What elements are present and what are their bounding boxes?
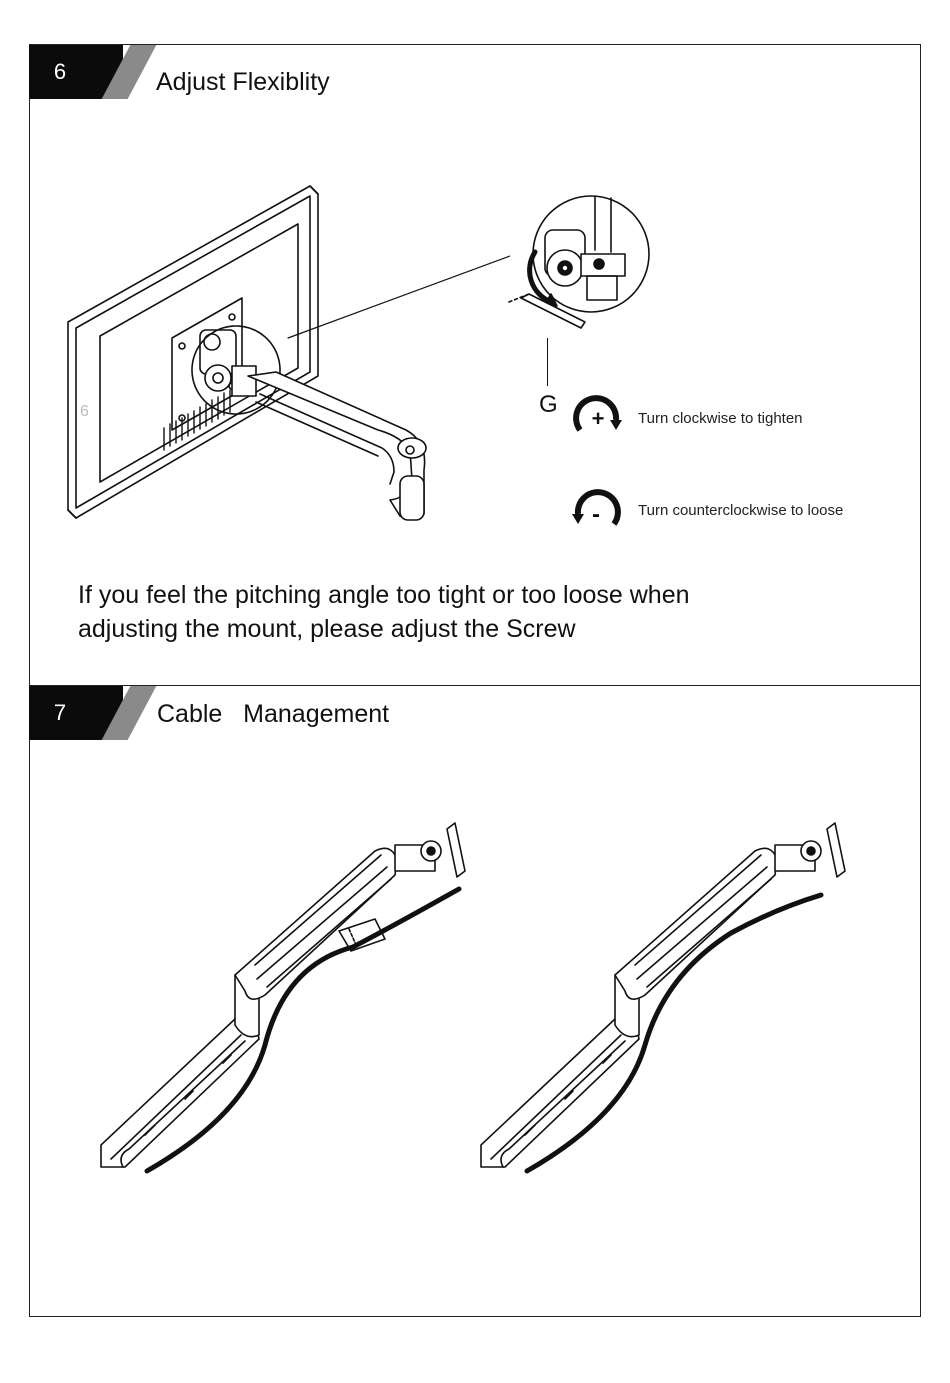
tighten-symbol: +: [592, 406, 605, 431]
instruction-line-1: If you feel the pitching angle too tight…: [78, 578, 838, 612]
instruction-line-2: adjusting the mount, please adjust the S…: [78, 612, 838, 646]
loosen-note: Turn counterclockwise to loose: [638, 502, 843, 519]
clockwise-tighten-icon: +: [570, 390, 624, 436]
monitor-arm-illustration: 6: [60, 180, 510, 540]
cable-routing-right-illustration: [475, 815, 855, 1185]
section-divider: [29, 685, 921, 686]
step-7-title: Cable Management: [157, 700, 389, 729]
monitor-marking: 6: [80, 403, 89, 420]
step-6-number: 6: [54, 59, 66, 85]
screw-detail-illustration: [495, 190, 660, 350]
loosen-symbol: -: [592, 501, 600, 528]
tighten-note: Turn clockwise to tighten: [638, 410, 803, 427]
step-6-title: Adjust Flexiblity: [156, 68, 330, 97]
cable-routing-left-illustration: [95, 815, 475, 1185]
instruction-text: If you feel the pitching angle too tight…: [78, 578, 838, 646]
counterclockwise-loosen-icon: -: [570, 484, 624, 530]
step-7-number: 7: [54, 700, 66, 726]
callout-label-g: G: [539, 391, 558, 419]
callout-line: [547, 338, 548, 386]
